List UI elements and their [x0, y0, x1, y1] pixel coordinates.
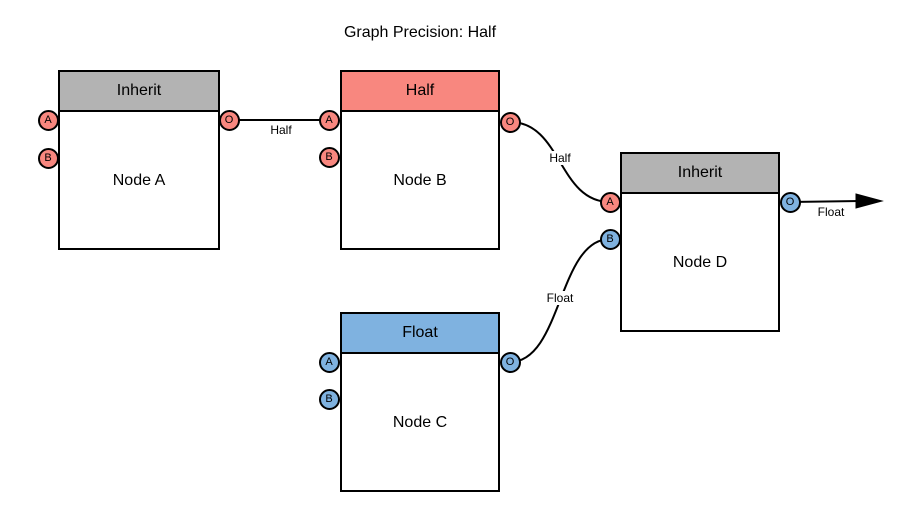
output-arrowhead [855, 193, 884, 209]
node-b-port-a: A [318, 109, 340, 131]
node-b-header: Half [342, 72, 498, 112]
node-d-port-b-label: B [606, 233, 614, 245]
node-c-body: Node C [342, 354, 498, 492]
node-b-name: Node B [393, 172, 447, 189]
node-a-port-o-label: O [224, 114, 234, 126]
node-b-port-o: O [499, 111, 521, 133]
node-a-body: Node A [60, 112, 218, 250]
node-c: Float Node C [340, 312, 500, 492]
node-c-port-b: B [318, 388, 340, 410]
edge-label-nodea-nodeb: Half [268, 123, 294, 137]
node-b-port-o-label: O [505, 116, 515, 128]
node-a-precision-label: Inherit [116, 82, 162, 99]
node-c-precision-label: Float [402, 324, 438, 341]
node-c-port-a: A [318, 351, 340, 373]
node-a-port-a: A [37, 109, 59, 131]
node-c-port-b-label: B [325, 393, 333, 405]
node-c-port-a-label: A [325, 356, 333, 368]
node-d-port-o: O [779, 191, 801, 213]
node-a-port-b: B [37, 147, 59, 169]
node-d-port-a-label: A [606, 196, 614, 208]
node-b-port-b: B [318, 146, 340, 168]
node-d: Inherit Node D [620, 152, 780, 332]
edge-label-output: Float [815, 205, 847, 219]
node-b-port-b-label: B [325, 151, 333, 163]
node-a: Inherit Node A [58, 70, 220, 250]
node-d-body: Node D [622, 194, 778, 332]
edge-label-nodeb-noded: Half [547, 151, 573, 165]
node-b-body: Node B [342, 112, 498, 250]
node-a-name: Node A [112, 172, 166, 189]
node-c-port-o-label: O [505, 356, 515, 368]
node-d-port-a: A [599, 191, 621, 213]
node-a-port-a-label: A [44, 114, 52, 126]
node-d-precision-label: Inherit [677, 164, 723, 181]
node-b-port-a-label: A [325, 114, 333, 126]
edge-label-nodec-noded: Float [544, 291, 576, 305]
node-c-header: Float [342, 314, 498, 354]
node-d-port-o-label: O [785, 196, 795, 208]
node-a-header: Inherit [60, 72, 218, 112]
node-c-port-o: O [499, 351, 521, 373]
node-a-port-b-label: B [44, 152, 52, 164]
node-d-name: Node D [672, 254, 728, 271]
node-b: Half Node B [340, 70, 500, 250]
node-b-precision-label: Half [405, 82, 435, 99]
edge-noded-output [789, 200, 861, 203]
node-d-port-b: B [599, 228, 621, 250]
diagram-title: Graph Precision: Half [343, 24, 497, 41]
node-d-header: Inherit [622, 154, 778, 194]
node-a-port-o: O [218, 109, 240, 131]
node-c-name: Node C [392, 414, 448, 431]
